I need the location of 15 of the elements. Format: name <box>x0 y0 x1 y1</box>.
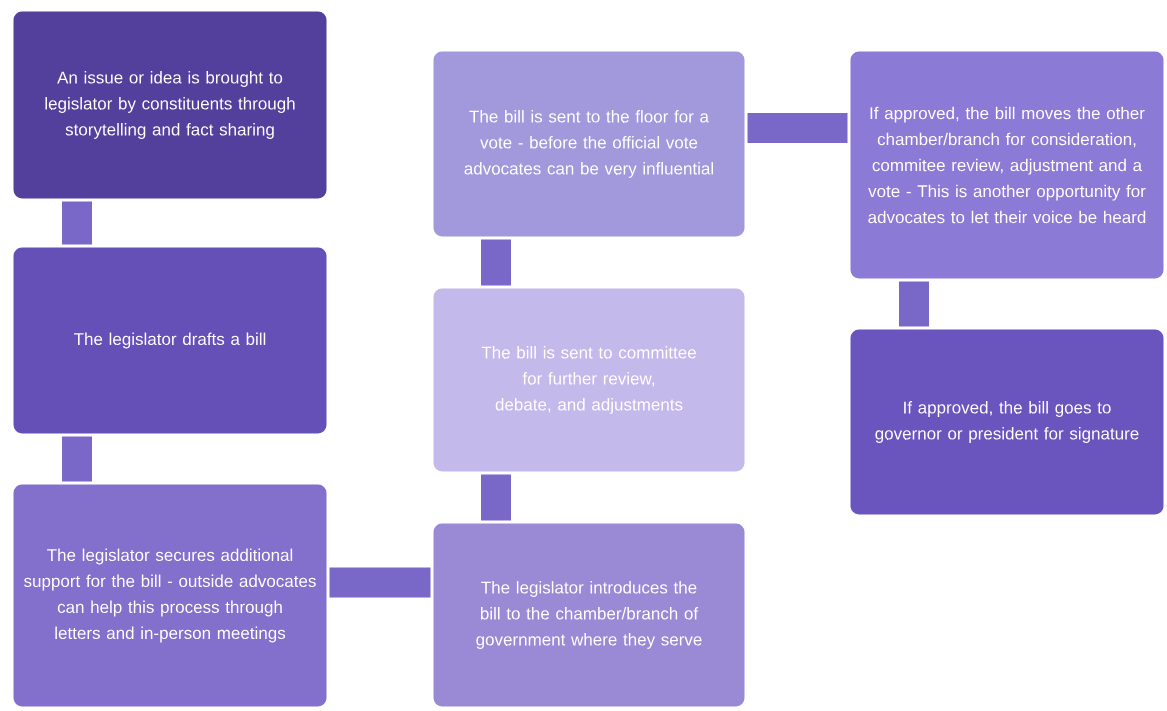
process-box: The bill is sent to committee for further review, debate, and adjustments <box>430 285 748 475</box>
connector-bar <box>899 281 929 327</box>
connector-bar <box>481 474 511 521</box>
process-box: If approved, the bill moves the other chamber/branch for consideration, commitee review, adjustment and a vote - This is another opportunity for advocates to let their voice be heard <box>847 48 1167 282</box>
process-box: The legislator drafts a bill <box>10 244 330 437</box>
connector-bar <box>329 567 431 598</box>
process-box: The legislator secures additional support for the bill - outside advocates can help this process through letters and in-person meetings <box>10 481 330 710</box>
process-box: If approved, the bill goes to governor or president for signature <box>847 326 1167 518</box>
process-box: An issue or idea is brought to legislator by constituents through storytelling and fact sharing <box>10 8 330 202</box>
process-box: The legislator introduces the bill to the chamber/branch of government where they serve <box>430 520 748 710</box>
connector-bar <box>62 201 92 245</box>
connector-bar <box>481 239 511 286</box>
process-box: The bill is sent to the floor for a vote - before the official vote advocates can be very influential <box>430 48 748 240</box>
connector-bar <box>62 436 92 482</box>
connector-bar <box>747 113 848 143</box>
